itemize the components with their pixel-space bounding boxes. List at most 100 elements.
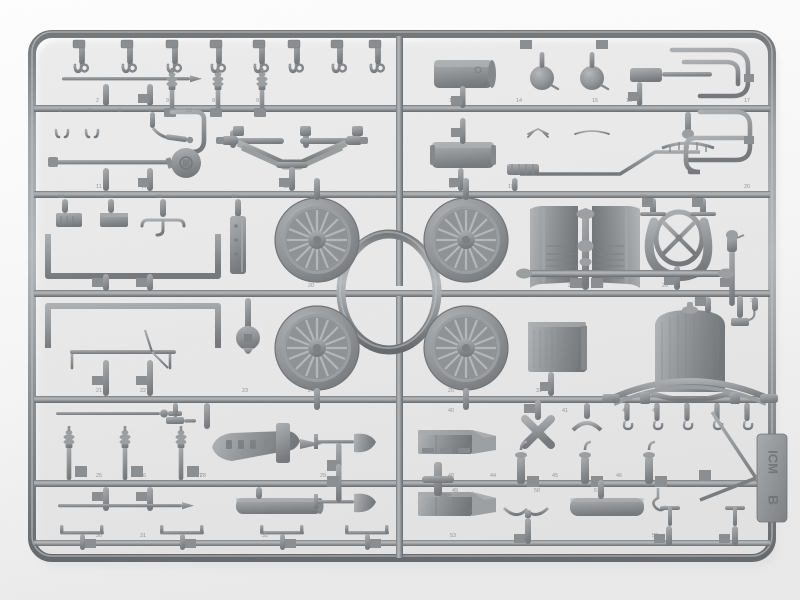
svg-text:29: 29 [320,473,326,479]
spoked-wheel-part [423,305,509,410]
maker-tag: ICM B [756,433,788,523]
svg-text:17: 17 [310,194,316,200]
radiator-core-part [528,322,587,396]
svg-text:42: 42 [744,408,750,414]
svg-text:9: 9 [212,98,215,104]
arc-bracket-part [571,403,603,432]
rifle-part [204,403,322,463]
hood-panel-part [530,206,640,290]
svg-text:4: 4 [211,44,214,50]
leaf-spring-front-axle-part [216,126,368,191]
bent-rod-comb-part [507,112,715,191]
svg-text:25: 25 [448,388,454,394]
svg-text:42: 42 [684,408,690,414]
spoked-wheel-part [274,305,360,410]
maker-logo-text: ICM [766,450,781,474]
svg-text:20: 20 [449,194,455,200]
svg-text:6: 6 [58,108,61,114]
t-fitting-part [166,403,196,424]
angle-bracket-parts [654,506,745,546]
svg-text:42: 42 [652,408,658,414]
spring-clip-part [502,506,550,544]
svg-text:33: 33 [750,298,756,304]
svg-text:7: 7 [88,108,91,114]
svg-text:14: 14 [516,98,522,104]
steering-drop-arm-part [150,112,194,144]
valve-stack-parts [63,426,199,480]
svg-text:18: 18 [449,184,455,190]
muffler-with-pipe-part [628,68,712,106]
row-6-parts [58,462,745,550]
small-fitting-part [731,296,756,326]
svg-text:26: 26 [140,473,146,479]
claw-bracket-part [140,199,186,237]
svg-text:27: 27 [196,473,202,479]
svg-text:24L: 24L [568,283,577,289]
knob-disc-part [236,298,260,354]
svg-text:11: 11 [141,184,147,190]
svg-text:50: 50 [534,488,540,494]
svg-text:17: 17 [744,98,750,104]
valve-stack-parts [164,68,268,117]
row-2-parts [48,74,755,191]
step-plate-part [230,199,246,274]
svg-text:31: 31 [536,388,542,394]
chassis-u-channel-part [45,234,221,279]
svg-text:19: 19 [140,283,146,289]
fuel-tank-part [430,118,496,191]
sprue-drop-shadow [36,40,778,568]
svg-text:6: 6 [290,44,293,50]
vertical-rails [396,36,403,558]
svg-text:42: 42 [622,408,628,414]
svg-text:2: 2 [96,98,99,104]
windscreen-frame-part [70,329,178,370]
lamp-fitting-part [720,230,745,306]
boiler-shell-part [647,302,733,403]
svg-text:15: 15 [156,194,162,200]
svg-text:16: 16 [626,98,632,104]
muffler-part [570,480,644,516]
svg-text:48: 48 [448,473,454,479]
svg-text:13: 13 [58,194,64,200]
svg-text:12: 12 [283,184,289,190]
long-rod-part [58,502,194,510]
toolbox-part [418,430,496,454]
svg-text:15: 15 [592,98,598,104]
svg-text:21: 21 [96,388,102,394]
svg-text:32: 32 [694,298,700,304]
svg-text:51: 51 [594,488,600,494]
x-bracket-part [521,400,555,449]
svg-text:24R: 24R [594,283,604,289]
svg-text:46: 46 [616,473,622,479]
valve-stack-parts [515,440,711,487]
svg-text:9: 9 [256,98,259,104]
row-5-parts [56,400,766,502]
svg-text:16: 16 [231,194,237,200]
sprue-gate-posts [103,84,153,106]
steering-wheel-part [653,209,705,267]
svg-text:32: 32 [262,533,268,539]
center-ring-part [336,229,442,355]
svg-text:21: 21 [640,194,646,200]
svg-text:22: 22 [690,194,696,200]
sphere-parts [520,40,610,91]
svg-text:27: 27 [722,283,728,289]
spoked-wheel-part [274,178,360,283]
svg-text:9: 9 [166,98,169,104]
svg-text:5: 5 [254,44,257,50]
small-fork-parts [527,110,610,138]
svg-text:40: 40 [448,408,454,414]
shovel-part [314,464,376,513]
svg-text:53: 53 [450,533,456,539]
svg-text:44: 44 [490,473,496,479]
spoked-wheel-part [423,178,509,283]
svg-text:28: 28 [200,473,206,479]
svg-text:8: 8 [118,108,121,114]
svg-text:23: 23 [242,388,248,394]
cross-fitting-part [422,462,454,496]
svg-text:41: 41 [524,408,530,414]
leaf-spring-axle-part [602,378,778,406]
